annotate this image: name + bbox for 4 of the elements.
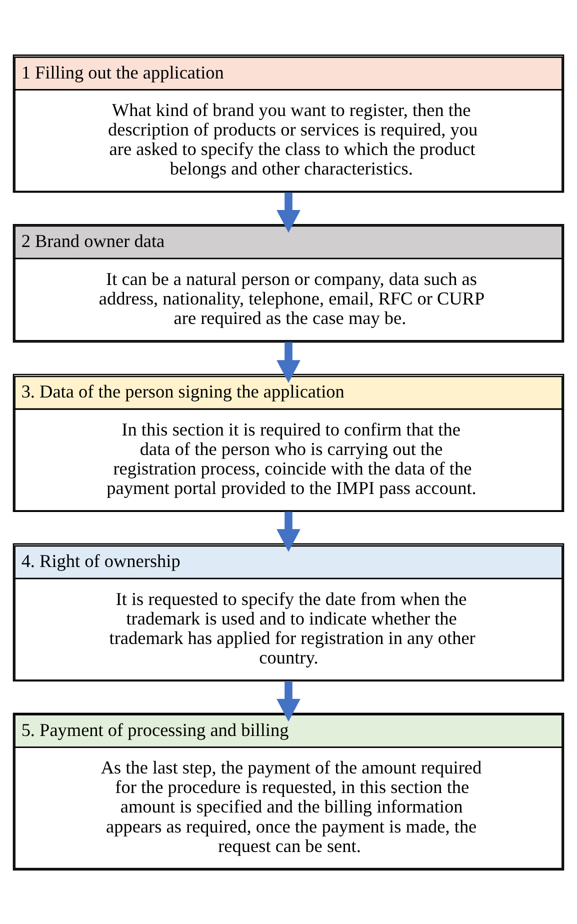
arrow [276, 342, 300, 382]
arrow [276, 192, 300, 232]
arrow [276, 511, 300, 552]
arrow [276, 680, 300, 722]
